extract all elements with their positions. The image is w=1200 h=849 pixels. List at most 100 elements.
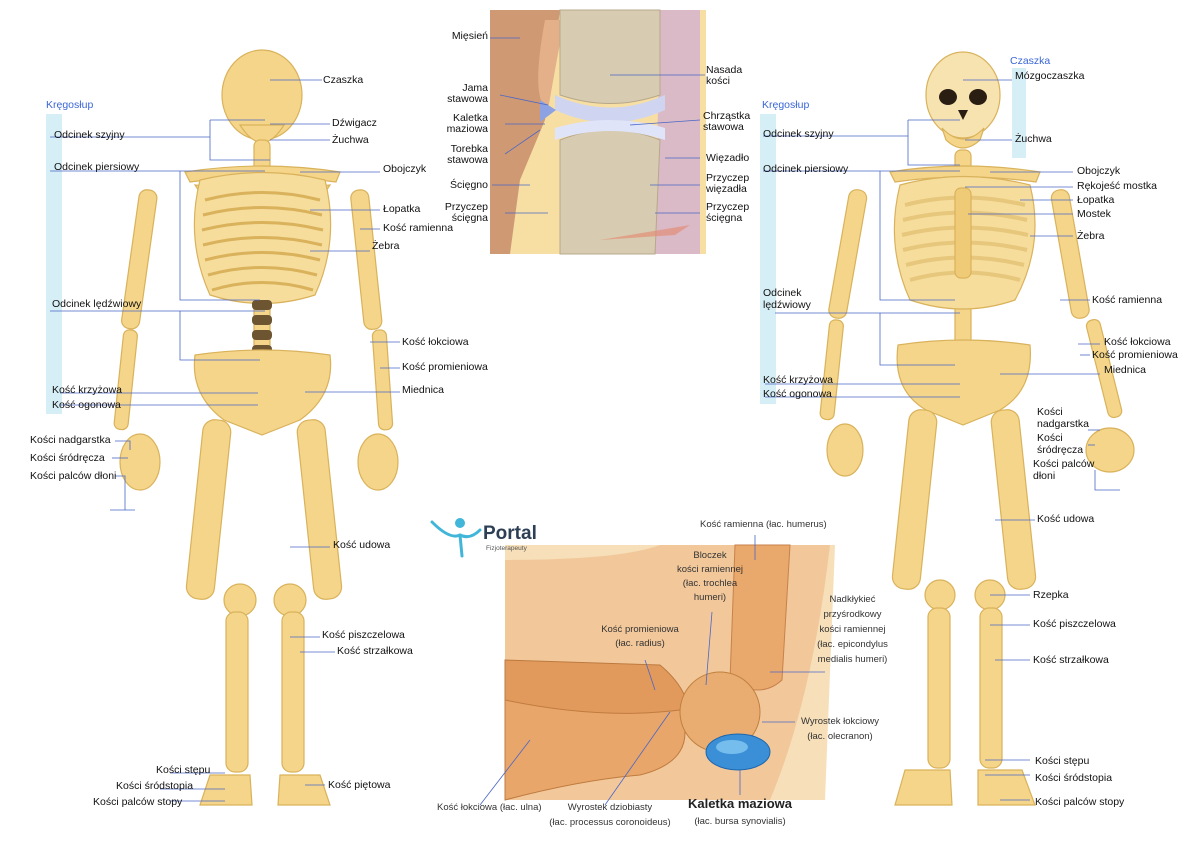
elbow-bursa-title: Kaletka maziowa [687, 796, 793, 811]
left-thoracic-label: Odcinek piersiowy [54, 161, 140, 173]
right-ulna-label: Kość łokciowa [1104, 336, 1171, 348]
knee-tendon-attach-label-line2: ścięgna [451, 212, 488, 224]
elbow-epicondyle-label-3: kości ramiennej [819, 624, 886, 635]
left-lumbar-label: Odcinek lędźwiowy [52, 298, 142, 310]
left-humerus-label: Kość ramienna [383, 222, 454, 234]
right-phalanges-foot-label: Kości palców stopy [1035, 796, 1125, 808]
right-manubrium-label: Rękojeść mostka [1077, 180, 1157, 192]
knee-ligament-attach-label-line1: Przyczep [706, 172, 750, 184]
knee-epiphysis-label-line2: kości [706, 75, 730, 87]
elbow-trochlea-label-1: Bloczek [693, 550, 727, 561]
right-tibia-label: Kość piszczelowa [1033, 618, 1116, 630]
right-spine-header: Kręgosłup [762, 99, 810, 111]
knee-tendon-attach-label-line1: Przyczep [444, 201, 488, 213]
elbow-radius-label-1: Kość promieniowa [601, 624, 679, 635]
left-clavicle-label: Obojczyk [383, 163, 427, 175]
right-femur-label: Kość udowa [1037, 513, 1095, 525]
right-pelvis-label: Miednica [1104, 364, 1147, 376]
right-metacarpals-label-line2: śródręcza [1037, 444, 1084, 456]
knee-joint-illustration [490, 9, 706, 255]
right-ribs-label: Żebra [1077, 230, 1105, 242]
right-lumbar-label-line1: Odcinek [763, 287, 802, 299]
logo-subtitle: Fizjoterapeuty [486, 545, 527, 552]
right-sacrum-label: Kość krzyżowa [763, 374, 834, 386]
elbow-humerus-label: Kość ramienna (łac. humerus) [700, 519, 827, 530]
left-metatarsals-label: Kości śródstopia [116, 780, 194, 792]
elbow-epicondyle-label-4: (łac. epicondylus [817, 639, 888, 650]
right-patella-label: Rzepka [1033, 589, 1069, 601]
right-metatarsals-label: Kości śródstopia [1035, 772, 1113, 784]
elbow-epicondyle-label-5: medialis humeri) [817, 654, 888, 665]
elbow-olecranon-label-2: (łac. olecranon) [807, 731, 873, 742]
elbow-epicondyle-label-1: Nadkłykieć [829, 594, 876, 605]
knee-cartilage-label-line1: Chrząstka [703, 110, 751, 122]
knee-cavity-label-line2: stawowa [447, 93, 488, 105]
knee-muscle-label: Mięsień [451, 30, 488, 42]
elbow-bursa-latin: (łac. bursa synovialis) [694, 816, 786, 827]
person-figure-icon [430, 518, 482, 558]
left-pelvis-label: Miednica [402, 384, 445, 396]
elbow-trochlea-label-2: kości ramiennej [677, 564, 743, 575]
left-phalanges-hand-label: Kości palców dłoni [30, 470, 117, 482]
right-coccyx-label: Kość ogonowa [763, 388, 832, 400]
knee-bursa-label-line1: Kaletka [452, 112, 488, 124]
knee-tendon-attach-r-label-line1: Przyczep [706, 201, 750, 213]
right-spine-bar [760, 114, 776, 404]
right-fibula-label: Kość strzałkowa [1033, 654, 1109, 666]
elbow-joint-illustration [504, 544, 835, 801]
left-spine-bar [46, 114, 62, 414]
right-phalanges-hand-label-line1: Kości palców [1033, 458, 1095, 470]
knee-ligament-label: Więzadło [706, 152, 750, 164]
elbow-trochlea-label-4: humeri) [693, 592, 727, 603]
left-carpals-label: Kości nadgarstka [30, 434, 111, 446]
right-mandible-label: Żuchwa [1015, 133, 1052, 145]
right-humerus-label: Kość ramienna [1092, 294, 1163, 306]
left-scapula-label: Łopatka [383, 203, 421, 215]
right-carpals-label-line2: nadgarstka [1037, 418, 1089, 430]
left-cervical-label: Odcinek szyjny [54, 129, 125, 141]
left-skeleton [46, 49, 399, 806]
left-radius-label: Kość promieniowa [402, 361, 488, 373]
left-phalanges-foot-label: Kości palców stopy [93, 796, 183, 808]
left-fibula-label: Kość strzałkowa [337, 645, 413, 657]
left-spine-header: Kręgosłup [46, 99, 94, 111]
elbow-coronoid-label-1: Wyrostek dziobiasty [567, 802, 653, 813]
knee-cartilage-label-line2: stawowa [703, 121, 744, 133]
right-neurocranium-label: Mózgoczaszka [1015, 70, 1085, 82]
logo-title: Portal [483, 523, 537, 544]
left-sacrum-label: Kość krzyżowa [52, 384, 123, 396]
right-lumbar-label-line2: lędźwiowy [763, 299, 811, 311]
elbow-epicondyle-label-2: przyśrodkowy [823, 609, 882, 620]
left-tibia-label: Kość piszczelowa [322, 629, 405, 641]
right-scapula-label: Łopatka [1077, 194, 1115, 206]
right-skull-bar [1012, 68, 1026, 158]
left-ulna-label: Kość łokciowa [402, 336, 469, 348]
elbow-coronoid-label-2: (łac. processus coronoideus) [549, 817, 671, 828]
left-metacarpals-label: Kości śródręcza [30, 452, 105, 464]
elbow-radius-label-2: (łac. radius) [615, 638, 665, 649]
knee-cavity-label-line1: Jama [462, 82, 488, 94]
knee-ligament-attach-label-line2: więzadła [706, 183, 747, 195]
left-levator-label: Dźwigacz [332, 117, 377, 129]
knee-capsule-label-line1: Torebka [450, 143, 488, 155]
left-mandible-label: Żuchwa [332, 134, 369, 146]
left-coccyx-label: Kość ogonowa [52, 399, 121, 411]
elbow-olecranon-label-1: Wyrostek łokciowy [800, 716, 880, 727]
knee-capsule-label-line2: stawowa [447, 154, 488, 166]
left-skull-label: Czaszka [323, 74, 364, 86]
right-clavicle-label: Obojczyk [1077, 165, 1121, 177]
left-tarsals-label: Kości stępu [156, 764, 211, 776]
right-metacarpals-label-line1: Kości [1037, 432, 1063, 444]
right-radius-label: Kość promieniowa [1092, 349, 1178, 361]
right-thoracic-label: Odcinek piersiowy [763, 163, 849, 175]
left-femur-label: Kość udowa [333, 539, 391, 551]
right-phalanges-hand-label-line2: dłoni [1033, 470, 1056, 482]
right-cervical-label: Odcinek szyjny [763, 128, 834, 140]
right-carpals-label-line1: Kości [1037, 406, 1063, 418]
left-calcaneus-label: Kość piętowa [328, 779, 391, 791]
right-tarsals-label: Kości stępu [1035, 755, 1090, 767]
elbow-ulna-label: Kość łokciowa (łac. ulna) [437, 802, 542, 813]
right-skeleton [760, 51, 1135, 806]
